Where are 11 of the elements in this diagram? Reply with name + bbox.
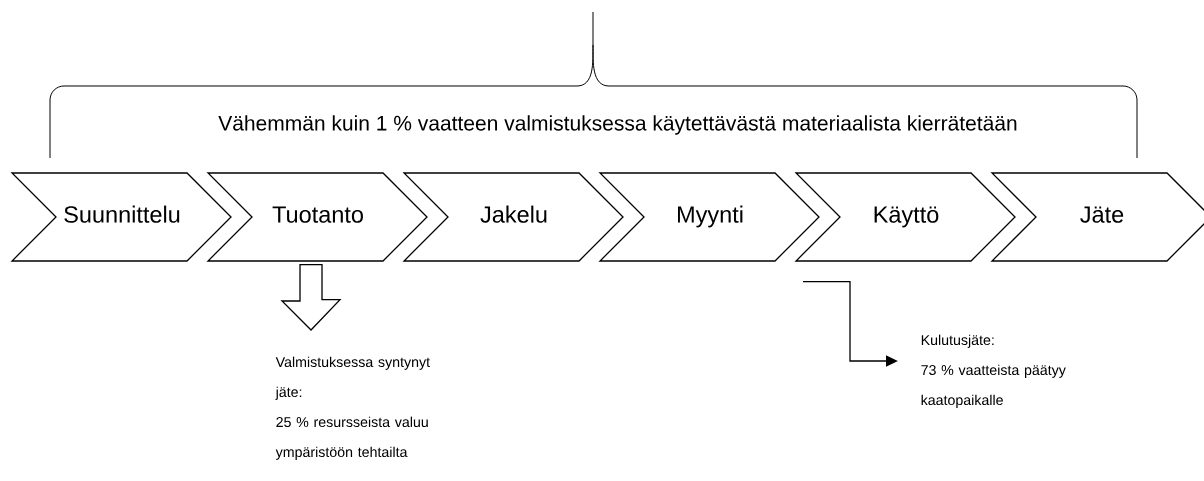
chevron-step: Myynti [598,172,820,262]
block-arrow [280,264,342,331]
chevron-step: Suunnittelu [10,172,232,262]
chevron-step: Käyttö [794,172,1016,262]
chevron-step: Jäte [990,172,1204,262]
note-text: Kulutusjäte: 73 % vaatteista päätyy kaatopaikalle [921,334,1066,408]
elbow-arrow [802,281,898,367]
chevron-step: Tuotanto [206,172,428,262]
chevron-step: Jakelu [402,172,624,262]
brace-label: Vähemmän kuin 1 % vaatteen valmistuksessa käytettävästä materiaalista kierrätetään [218,115,1017,135]
note-text: Valmistuksessa syntynyt jäte: 25 % resursseista valuu ympäristöön tehtailta [275,356,430,460]
